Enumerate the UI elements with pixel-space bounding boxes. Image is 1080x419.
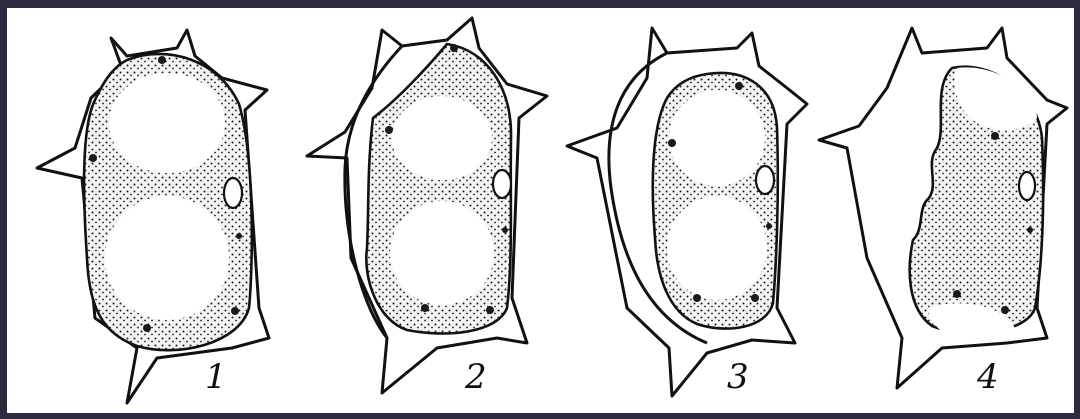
cell-1-label: 1 [205,360,227,394]
plastid [158,56,166,64]
vacuole-1a [109,73,225,173]
cell-4 [819,28,1067,388]
plastid [502,227,508,233]
cell-2-label: 2 [465,360,487,394]
vacuole-3a [669,90,765,186]
plastid [991,132,999,140]
plastid [751,294,759,302]
cell-2 [307,18,547,393]
cell-1 [37,30,269,403]
plastid [236,233,242,239]
plastid [668,139,676,147]
nucleus-3 [756,166,774,194]
plastid [953,290,961,298]
cell-3-label: 3 [727,360,749,394]
nucleus-4 [1019,172,1035,200]
plastid [143,324,151,332]
cells-diagram [7,8,1074,413]
plastid [693,294,701,302]
nucleus-2 [493,170,511,198]
figure-frame: 1 2 3 4 [7,8,1074,413]
plastid [486,306,494,314]
plastid [421,304,429,312]
cell-4-label: 4 [977,360,999,394]
vacuole-2b [390,201,494,305]
cell-3 [567,28,807,396]
plastid [385,126,393,134]
plastid [1027,227,1033,233]
vacuole-1b [105,196,229,320]
vacuole-3b [667,196,767,300]
plastid [89,154,97,162]
plastid [735,82,743,90]
plastid [450,44,458,52]
vacuole-2a [392,96,492,180]
plastid [1001,306,1009,314]
plastid [766,223,772,229]
plastid [231,307,239,315]
nucleus-1 [224,178,242,208]
